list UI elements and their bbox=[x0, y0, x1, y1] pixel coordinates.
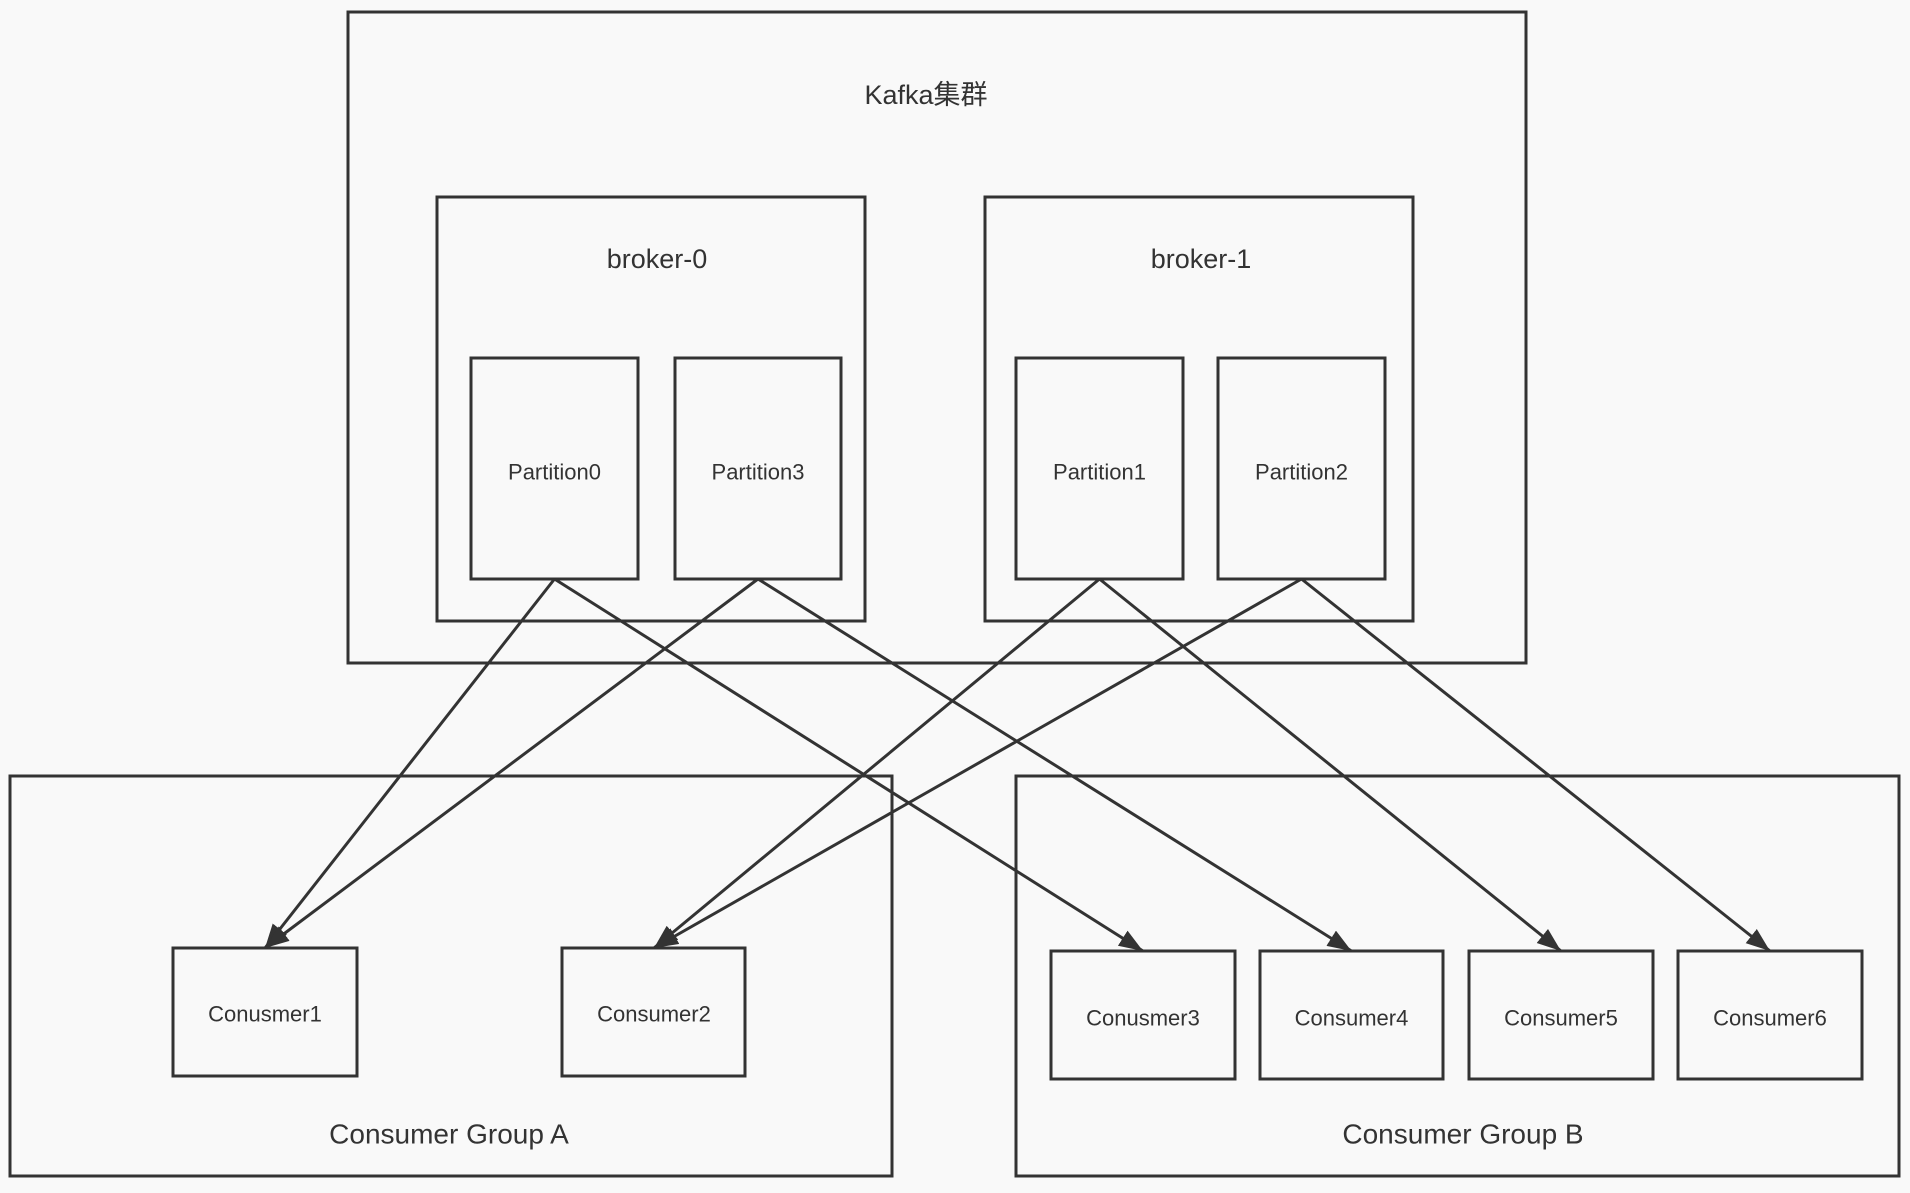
arrow-partition0-to-consumer3 bbox=[553, 577, 1144, 953]
kafka-cluster: Kafka集群 broker-0 Partition0 Partition3 b… bbox=[346, 10, 1528, 665]
broker-1-label: broker-1 bbox=[1151, 244, 1252, 274]
broker-0: broker-0 Partition0 Partition3 bbox=[435, 195, 867, 623]
broker-0-box bbox=[435, 195, 867, 623]
partition-2-label: Partition2 bbox=[1255, 460, 1348, 485]
consumer-3: Conusmer3 bbox=[1049, 949, 1237, 1081]
consumer-group-a-box bbox=[8, 774, 894, 1178]
consumer-1: Conusmer1 bbox=[171, 946, 359, 1078]
consumer-group-a: Consumer Group A Conusmer1 Consumer2 bbox=[8, 774, 894, 1178]
consumer-3-box bbox=[1049, 949, 1237, 1081]
partition-0-box bbox=[469, 356, 640, 581]
consumer-group-b-label: Consumer Group B bbox=[1342, 1119, 1583, 1150]
partition-0: Partition0 bbox=[469, 356, 640, 581]
partition-1: Partition1 bbox=[1014, 356, 1185, 581]
broker-0-label: broker-0 bbox=[607, 244, 708, 274]
kafka-cluster-title: Kafka集群 bbox=[864, 80, 987, 110]
consumer-5-box bbox=[1467, 949, 1655, 1081]
kafka-cluster-box bbox=[346, 10, 1528, 665]
broker-1: broker-1 Partition1 Partition2 bbox=[983, 195, 1415, 623]
arrow-partition3-to-consumer1 bbox=[264, 577, 759, 950]
partition-0-label: Partition0 bbox=[508, 460, 601, 485]
consumer-6: Consumer6 bbox=[1676, 949, 1864, 1081]
consumer-2: Consumer2 bbox=[560, 946, 747, 1078]
arrow-partition2-to-consumer2 bbox=[653, 577, 1303, 950]
consumer-group-b-box bbox=[1014, 774, 1901, 1178]
partition-3-label: Partition3 bbox=[712, 460, 805, 485]
consumer-2-label: Consumer2 bbox=[597, 1002, 711, 1027]
broker-1-box bbox=[983, 195, 1415, 623]
consumer-5: Consumer5 bbox=[1467, 949, 1655, 1081]
arrow-partition1-to-consumer5 bbox=[1098, 577, 1562, 953]
arrow-partition2-to-consumer6 bbox=[1300, 577, 1771, 953]
consumer-group-a-label: Consumer Group A bbox=[329, 1119, 569, 1150]
consumer-2-box bbox=[560, 946, 747, 1078]
consumer-4-box bbox=[1258, 949, 1445, 1081]
consumer-6-label: Consumer6 bbox=[1713, 1006, 1827, 1031]
consumer-group-b: Consumer Group B Conusmer3 Consumer4 Con… bbox=[1014, 774, 1901, 1178]
assignment-arrows bbox=[263, 577, 1771, 953]
arrow-partition1-to-consumer2 bbox=[653, 577, 1101, 950]
consumer-4: Consumer4 bbox=[1258, 949, 1445, 1081]
partition-2: Partition2 bbox=[1216, 356, 1387, 581]
partition-2-box bbox=[1216, 356, 1387, 581]
partition-1-box bbox=[1014, 356, 1185, 581]
consumer-4-label: Consumer4 bbox=[1295, 1006, 1409, 1031]
arrow-partition0-to-consumer1 bbox=[263, 578, 556, 949]
consumer-5-label: Consumer5 bbox=[1504, 1006, 1618, 1031]
partition-3: Partition3 bbox=[673, 356, 843, 581]
partition-1-label: Partition1 bbox=[1053, 460, 1146, 485]
consumer-3-label: Conusmer3 bbox=[1086, 1006, 1200, 1031]
consumer-1-box bbox=[171, 946, 359, 1078]
arrow-partition3-to-consumer4 bbox=[757, 577, 1353, 953]
consumer-6-box bbox=[1676, 949, 1864, 1081]
consumer-1-label: Conusmer1 bbox=[208, 1002, 322, 1027]
